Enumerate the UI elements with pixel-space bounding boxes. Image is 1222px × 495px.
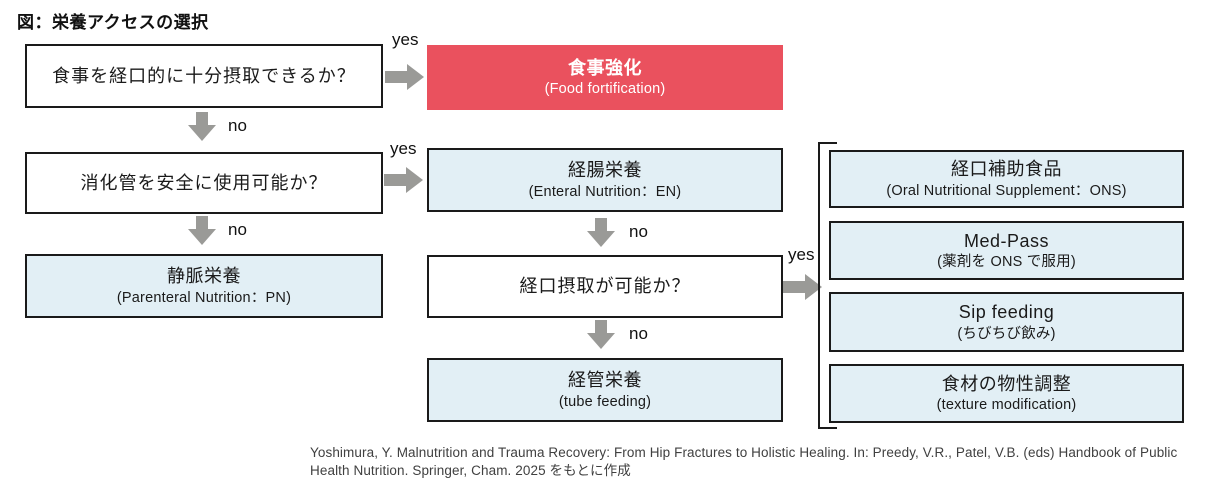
node-food-fortification: 食事強化 (Food fortification) [427, 45, 783, 110]
node-tube-feeding: 経管栄養 (tube feeding) [427, 358, 783, 422]
edge-label-yes-1: yes [392, 30, 419, 49]
node-label-en: (Parenteral Nutrition：PN) [116, 289, 292, 306]
node-label-jp: Med-Pass [963, 230, 1050, 251]
node-label-jp: 食事強化 [568, 57, 642, 78]
node-question-gut-safe: 消化管を安全に使用可能か？ [25, 152, 383, 214]
node-sip-feeding: Sip feeding (ちびちび飲み) [829, 292, 1184, 352]
question-text: 食事を経口的に十分摂取できるか？ [52, 65, 356, 86]
arrow-right-icon [385, 64, 424, 90]
edge-label-no-4: no [629, 324, 648, 343]
node-label-en: (薬剤を ONS で服用) [937, 254, 1076, 271]
node-label-en: (ちびちび飲み) [957, 325, 1056, 342]
node-question-oral-intake: 食事を経口的に十分摂取できるか？ [25, 44, 383, 108]
group-bracket [818, 142, 837, 429]
node-label-jp: 経管栄養 [568, 370, 642, 391]
node-parenteral-nutrition: 静脈栄養 (Parenteral Nutrition：PN) [25, 254, 383, 318]
question-text: 経口摂取が可能か？ [519, 276, 691, 297]
node-label-en: (tube feeding) [558, 393, 652, 410]
edge-label-no-2: no [228, 220, 247, 239]
source-citation: Yoshimura, Y. Malnutrition and Trauma Re… [310, 445, 1178, 479]
node-label-jp: 経口補助食品 [951, 159, 1062, 180]
arrow-down-icon [188, 216, 216, 245]
edge-label-yes-3: yes [788, 245, 815, 264]
node-med-pass: Med-Pass (薬剤を ONS で服用) [829, 221, 1184, 280]
node-label-en: (Food fortification) [544, 81, 666, 98]
edge-label-yes-2: yes [390, 139, 417, 158]
edge-label-no-3: no [629, 222, 648, 241]
arrow-right-icon [783, 274, 822, 300]
arrow-down-icon [587, 218, 615, 247]
node-ons-supplement: 経口補助食品 (Oral Nutritional Supplement：ONS) [829, 150, 1184, 208]
node-label-jp: 静脈栄養 [167, 266, 241, 287]
node-label-jp: 経腸栄養 [568, 160, 642, 181]
node-label-en: (Enteral Nutrition：EN) [528, 183, 682, 200]
node-label-en: (Oral Nutritional Supplement：ONS) [886, 182, 1127, 199]
node-enteral-nutrition: 経腸栄養 (Enteral Nutrition：EN) [427, 148, 783, 212]
question-text: 消化管を安全に使用可能か？ [80, 172, 328, 193]
arrow-right-icon [384, 167, 423, 193]
arrow-down-icon [188, 112, 216, 141]
figure-title: 図：栄養アクセスの選択 [17, 13, 209, 32]
edge-label-no-1: no [228, 116, 247, 135]
arrow-down-icon [587, 320, 615, 349]
node-label-jp: 食材の物性調整 [941, 373, 1072, 394]
node-label-en: (texture modification) [936, 397, 1077, 414]
node-texture-modification: 食材の物性調整 (texture modification) [829, 364, 1184, 423]
node-question-oral-possible: 経口摂取が可能か？ [427, 255, 783, 318]
node-label-jp: Sip feeding [958, 302, 1055, 323]
